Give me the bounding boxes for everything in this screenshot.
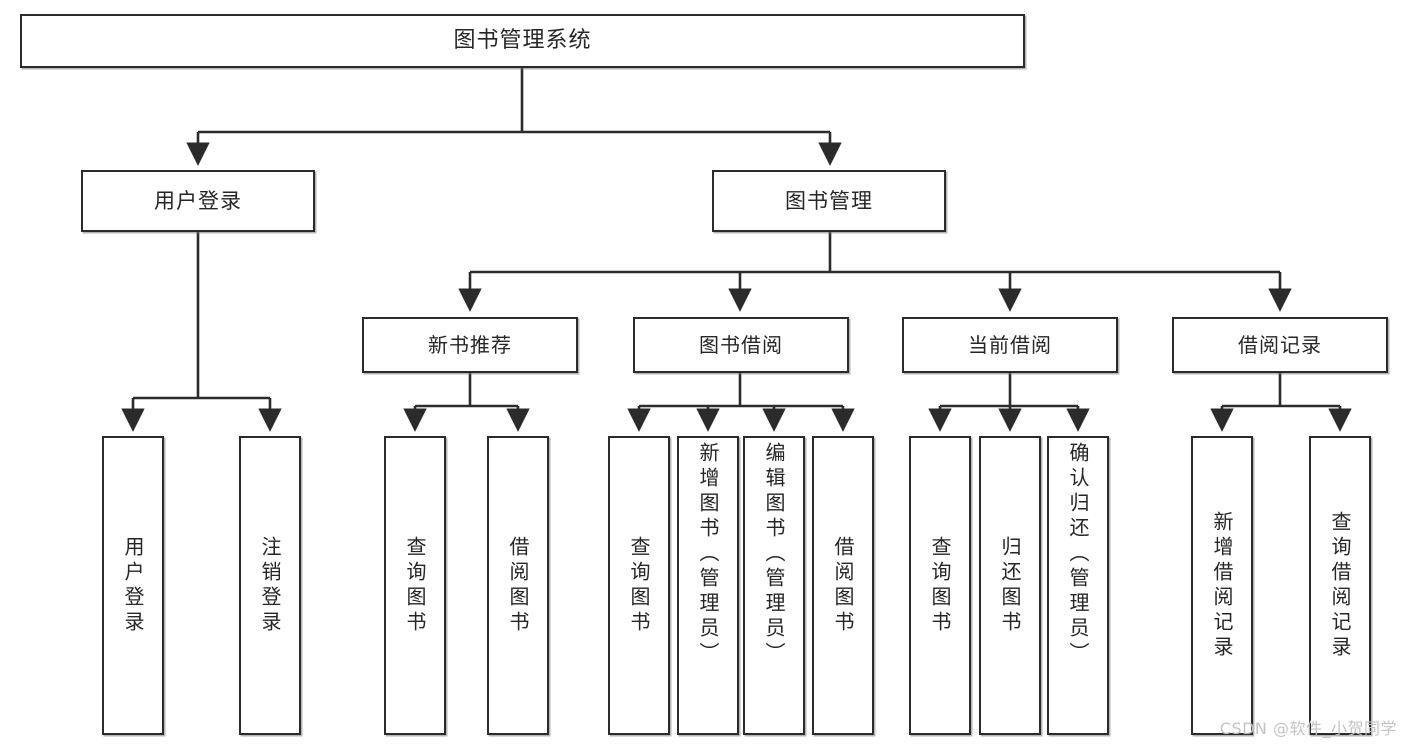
node-new-book-recommend[interactable]: 新书推荐: [362, 317, 578, 373]
node-user-login-label: 用户登录: [154, 188, 242, 213]
node-book-management-label: 图书管理: [785, 188, 873, 213]
node-book-management[interactable]: 图书管理: [712, 170, 946, 232]
leaf-recommend-query-book-label: 查询图书: [403, 535, 427, 636]
leaf-borrow-borrow-book[interactable]: 借阅图书: [812, 436, 874, 735]
node-root[interactable]: 图书管理系统: [20, 14, 1025, 68]
node-current-borrow-label: 当前借阅: [968, 332, 1052, 357]
node-book-borrow[interactable]: 图书借阅: [633, 317, 849, 373]
leaf-user-login-label: 用户登录: [121, 535, 145, 636]
leaf-current-confirm-return-admin-label: 确认归还（管理员）: [1066, 442, 1090, 667]
node-borrow-record[interactable]: 借阅记录: [1172, 317, 1388, 373]
watermark: CSDN @软件_小贺同学: [1219, 719, 1397, 738]
leaf-recommend-borrow-book[interactable]: 借阅图书: [487, 436, 549, 735]
leaf-recommend-borrow-book-label: 借阅图书: [506, 535, 530, 636]
leaf-user-logout-label: 注销登录: [258, 535, 282, 636]
leaf-borrow-add-book-admin[interactable]: 新增图书（管理员）: [677, 436, 739, 735]
leaf-current-query-book-label: 查询图书: [928, 535, 952, 636]
leaf-borrow-add-book-admin-label: 新增图书（管理员）: [696, 442, 720, 667]
leaf-record-query-record[interactable]: 查询借阅记录: [1309, 436, 1371, 735]
leaf-recommend-query-book[interactable]: 查询图书: [384, 436, 446, 735]
leaf-borrow-borrow-book-label: 借阅图书: [831, 535, 855, 636]
leaf-borrow-edit-book-admin[interactable]: 编辑图书（管理员）: [743, 436, 805, 735]
leaf-record-query-record-label: 查询借阅记录: [1328, 510, 1352, 661]
node-borrow-record-label: 借阅记录: [1238, 332, 1322, 357]
leaf-current-return-book-label: 归还图书: [998, 535, 1022, 636]
leaf-record-add-record-label: 新增借阅记录: [1210, 510, 1234, 661]
leaf-current-query-book[interactable]: 查询图书: [909, 436, 971, 735]
leaf-current-return-book[interactable]: 归还图书: [979, 436, 1041, 735]
leaf-user-logout[interactable]: 注销登录: [239, 436, 301, 735]
leaf-record-add-record[interactable]: 新增借阅记录: [1191, 436, 1253, 735]
node-user-login[interactable]: 用户登录: [81, 170, 315, 232]
leaf-current-confirm-return-admin[interactable]: 确认归还（管理员）: [1047, 436, 1109, 735]
node-current-borrow[interactable]: 当前借阅: [902, 317, 1118, 373]
leaf-borrow-query-book-label: 查询图书: [627, 535, 651, 636]
node-book-borrow-label: 图书借阅: [699, 332, 783, 357]
leaf-borrow-edit-book-admin-label: 编辑图书（管理员）: [762, 442, 786, 667]
leaf-user-login[interactable]: 用户登录: [102, 436, 164, 735]
node-new-book-recommend-label: 新书推荐: [428, 332, 512, 357]
leaf-borrow-query-book[interactable]: 查询图书: [608, 436, 670, 735]
node-root-label: 图书管理系统: [453, 28, 592, 54]
